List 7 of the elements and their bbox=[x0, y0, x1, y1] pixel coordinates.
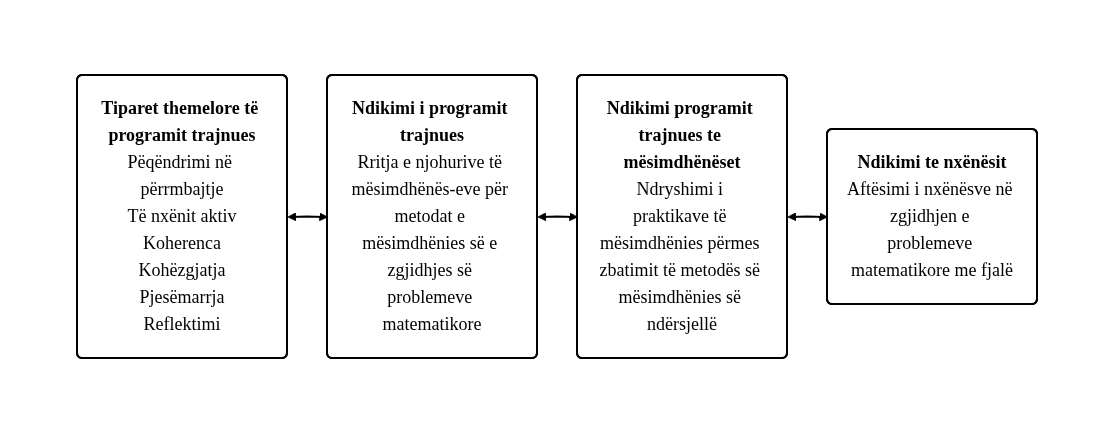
arrow bbox=[537, 212, 578, 222]
node-text: Ndikimi i programit trajnues Rritja e njohurive të mësimdhënës-eve për metodat e mësimdhënies së e zgjidhjes së problemeve matematikore bbox=[351, 98, 508, 334]
node-text: Ndikimi programit trajnues te mësimdhënëset Ndryshimi i praktikave të mësimdhënies përmes zbatimit të metodës së mësimdhënies së ndërsjellë bbox=[599, 98, 760, 334]
node-text: Tiparet themelore të programit trajnues Pëqëndrimi në përrmbajtje Të nxënit aktiv Koherenca Kohëzgjatja Pjesëmarrja Reflektimi bbox=[101, 98, 259, 334]
arrow bbox=[287, 212, 328, 222]
arrow bbox=[787, 212, 828, 222]
node-text: Ndikimi te nxënësit Aftësimi i nxënësve në zgjidhjen e problemeve matematikore me fjalë bbox=[847, 152, 1013, 280]
